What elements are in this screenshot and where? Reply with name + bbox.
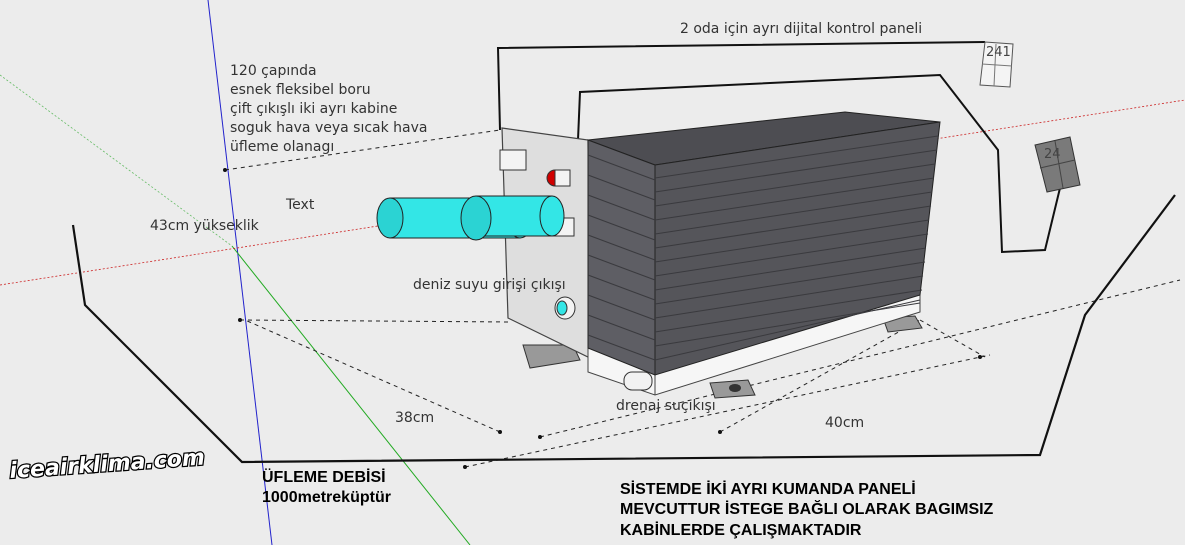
duct-annotation-line1: 120 çapında xyxy=(230,63,317,79)
dimension-guides xyxy=(224,129,1181,468)
control-wire-2 xyxy=(577,73,1061,254)
panel-1-label: 241 xyxy=(986,45,1011,60)
sea-water-annotation: deniz suyu girişi çıkışı xyxy=(413,277,566,293)
duct-annotation-line3: çift çıkışlı iki ayrı kabine xyxy=(230,101,397,117)
airflow-value: 1000metreküptür xyxy=(262,489,391,506)
axis-blue xyxy=(207,0,273,545)
system-note-line3: KABİNLERDE ÇALIŞMAKTADIR xyxy=(620,521,862,539)
drain-annotation: drenaj suçıkışı xyxy=(616,398,716,414)
airflow-title: ÜFLEME DEBİSİ xyxy=(262,467,386,486)
control-panel-2: 24 xyxy=(1034,136,1081,193)
axis-green xyxy=(231,245,471,545)
site-logo: iceairklima.com xyxy=(9,445,206,484)
control-panel-annotation: 2 oda için ayrı dijital kontrol paneli xyxy=(680,21,922,37)
axis-green-dotted xyxy=(0,74,233,247)
duct-annotation-line2: esnek fleksibel boru xyxy=(230,82,371,98)
box-port-top xyxy=(499,149,527,171)
room-outline xyxy=(71,194,1176,464)
panel-2-label: 24 xyxy=(1044,147,1061,162)
guide-points xyxy=(223,168,982,469)
length-dimension: 40cm xyxy=(825,415,864,431)
text-placeholder: Text xyxy=(285,197,315,213)
drain-pipe xyxy=(623,371,653,391)
system-note-line1: SİSTEMDE İKİ AYRI KUMANDA PANELİ xyxy=(620,480,916,498)
duct-annotation-line4: soguk hava veya sıcak hava xyxy=(230,120,428,136)
duct-annotation-line5: üfleme olanagı xyxy=(230,139,334,155)
height-dimension: 43cm yükseklik xyxy=(150,218,260,234)
control-panel-1: 241 xyxy=(979,41,1014,88)
system-note-line2: MEVCUTTUR İSTEGE BAĞLI OLARAK BAGIMSIZ xyxy=(620,499,994,518)
ac-unit xyxy=(376,111,941,399)
foot-front-left xyxy=(522,344,581,369)
duct-right xyxy=(460,195,565,241)
width-dimension: 38cm xyxy=(395,410,434,426)
coil-front xyxy=(587,139,656,376)
control-wire-1 xyxy=(496,41,986,131)
coil-fins xyxy=(587,135,939,361)
